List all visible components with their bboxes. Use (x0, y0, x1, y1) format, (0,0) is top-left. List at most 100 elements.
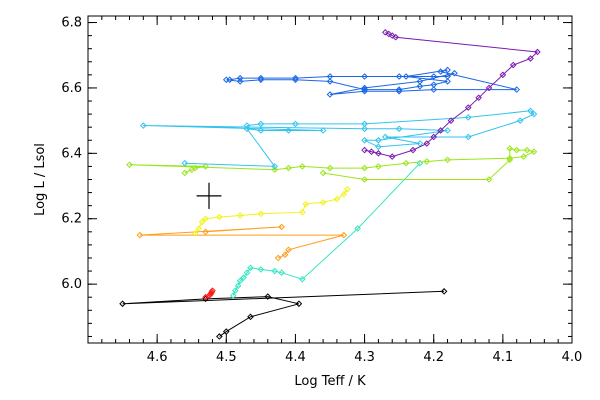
data-point (257, 210, 265, 218)
data-point (285, 164, 292, 172)
data-point (375, 163, 382, 170)
data-point (198, 218, 206, 226)
y-axis-label: Log L / Lsol (33, 143, 48, 216)
series-1 (202, 287, 216, 301)
data-point (464, 133, 472, 141)
data-point (281, 251, 289, 259)
data-point (326, 164, 334, 172)
series-line (122, 290, 445, 337)
data-point (236, 277, 244, 285)
data-point (264, 293, 272, 300)
data-point (506, 145, 514, 152)
data-point (534, 48, 541, 56)
data-point (395, 125, 403, 133)
data-point (299, 208, 306, 216)
data-point (271, 267, 278, 275)
data-point (136, 231, 144, 239)
data-point (464, 114, 472, 121)
data-point (236, 212, 244, 219)
series-line (129, 147, 536, 180)
series-layer (119, 29, 541, 340)
data-point (292, 76, 299, 84)
data-point (447, 117, 455, 124)
data-point (361, 120, 368, 128)
data-point (395, 73, 403, 80)
data-point (485, 84, 493, 92)
series-8 (361, 29, 541, 160)
data-point (388, 32, 396, 39)
data-point (243, 269, 251, 277)
data-point (285, 246, 292, 254)
data-point (506, 156, 514, 164)
data-point (319, 169, 327, 177)
data-point (247, 313, 254, 321)
data-point (274, 254, 282, 262)
data-point (485, 176, 493, 183)
x-tick-label: 4.1 (493, 350, 514, 365)
data-point (216, 213, 223, 221)
y-tick-label: 6.6 (61, 81, 82, 96)
data-point (222, 76, 230, 84)
data-point (343, 186, 351, 193)
data-point (444, 127, 451, 134)
data-point (319, 127, 327, 134)
data-point (516, 117, 524, 124)
data-point (509, 61, 517, 69)
data-point (392, 33, 399, 41)
data-point (302, 200, 310, 208)
data-point (326, 78, 334, 85)
series-line (143, 110, 535, 167)
x-tick-label: 4.2 (423, 350, 444, 365)
series-line (226, 69, 517, 95)
data-point (271, 163, 278, 170)
series-6 (140, 107, 538, 170)
data-point (361, 176, 368, 183)
data-point (202, 228, 209, 236)
data-point (243, 125, 251, 133)
data-point (299, 275, 306, 283)
data-point (506, 154, 514, 162)
data-point (402, 159, 410, 167)
data-point (375, 150, 382, 157)
data-point (299, 163, 306, 170)
data-point (195, 225, 202, 232)
data-point (234, 282, 242, 290)
data-point (430, 133, 438, 141)
data-point (423, 158, 431, 165)
data-point (444, 78, 451, 85)
data-point (247, 264, 254, 272)
data-point (191, 164, 199, 172)
data-point (527, 55, 534, 62)
data-point (513, 146, 520, 154)
data-point (292, 74, 299, 82)
data-point (499, 71, 507, 79)
series-line (364, 31, 539, 158)
data-point (181, 159, 189, 167)
data-point (464, 104, 472, 111)
data-point (437, 68, 444, 75)
data-point (437, 127, 444, 134)
data-point (209, 287, 216, 294)
data-point (361, 86, 368, 93)
y-tick-label: 6.4 (61, 146, 82, 161)
data-point (236, 78, 244, 85)
series-3 (136, 223, 348, 262)
data-point (409, 146, 417, 154)
x-tick-label: 4.3 (354, 350, 375, 365)
data-point (295, 300, 303, 308)
data-point (523, 146, 531, 154)
data-point (475, 94, 482, 102)
x-axis-label: Log Teff / K (294, 374, 366, 389)
series-line (139, 226, 344, 259)
y-tick-label: 6.0 (61, 277, 82, 292)
data-point (285, 127, 292, 134)
data-point (202, 215, 209, 223)
data-point (257, 266, 265, 273)
x-tick-label: 4.5 (216, 350, 237, 365)
y-tick-label: 6.8 (61, 16, 82, 31)
data-point (354, 225, 361, 232)
data-point (243, 122, 251, 129)
data-point (385, 30, 393, 38)
